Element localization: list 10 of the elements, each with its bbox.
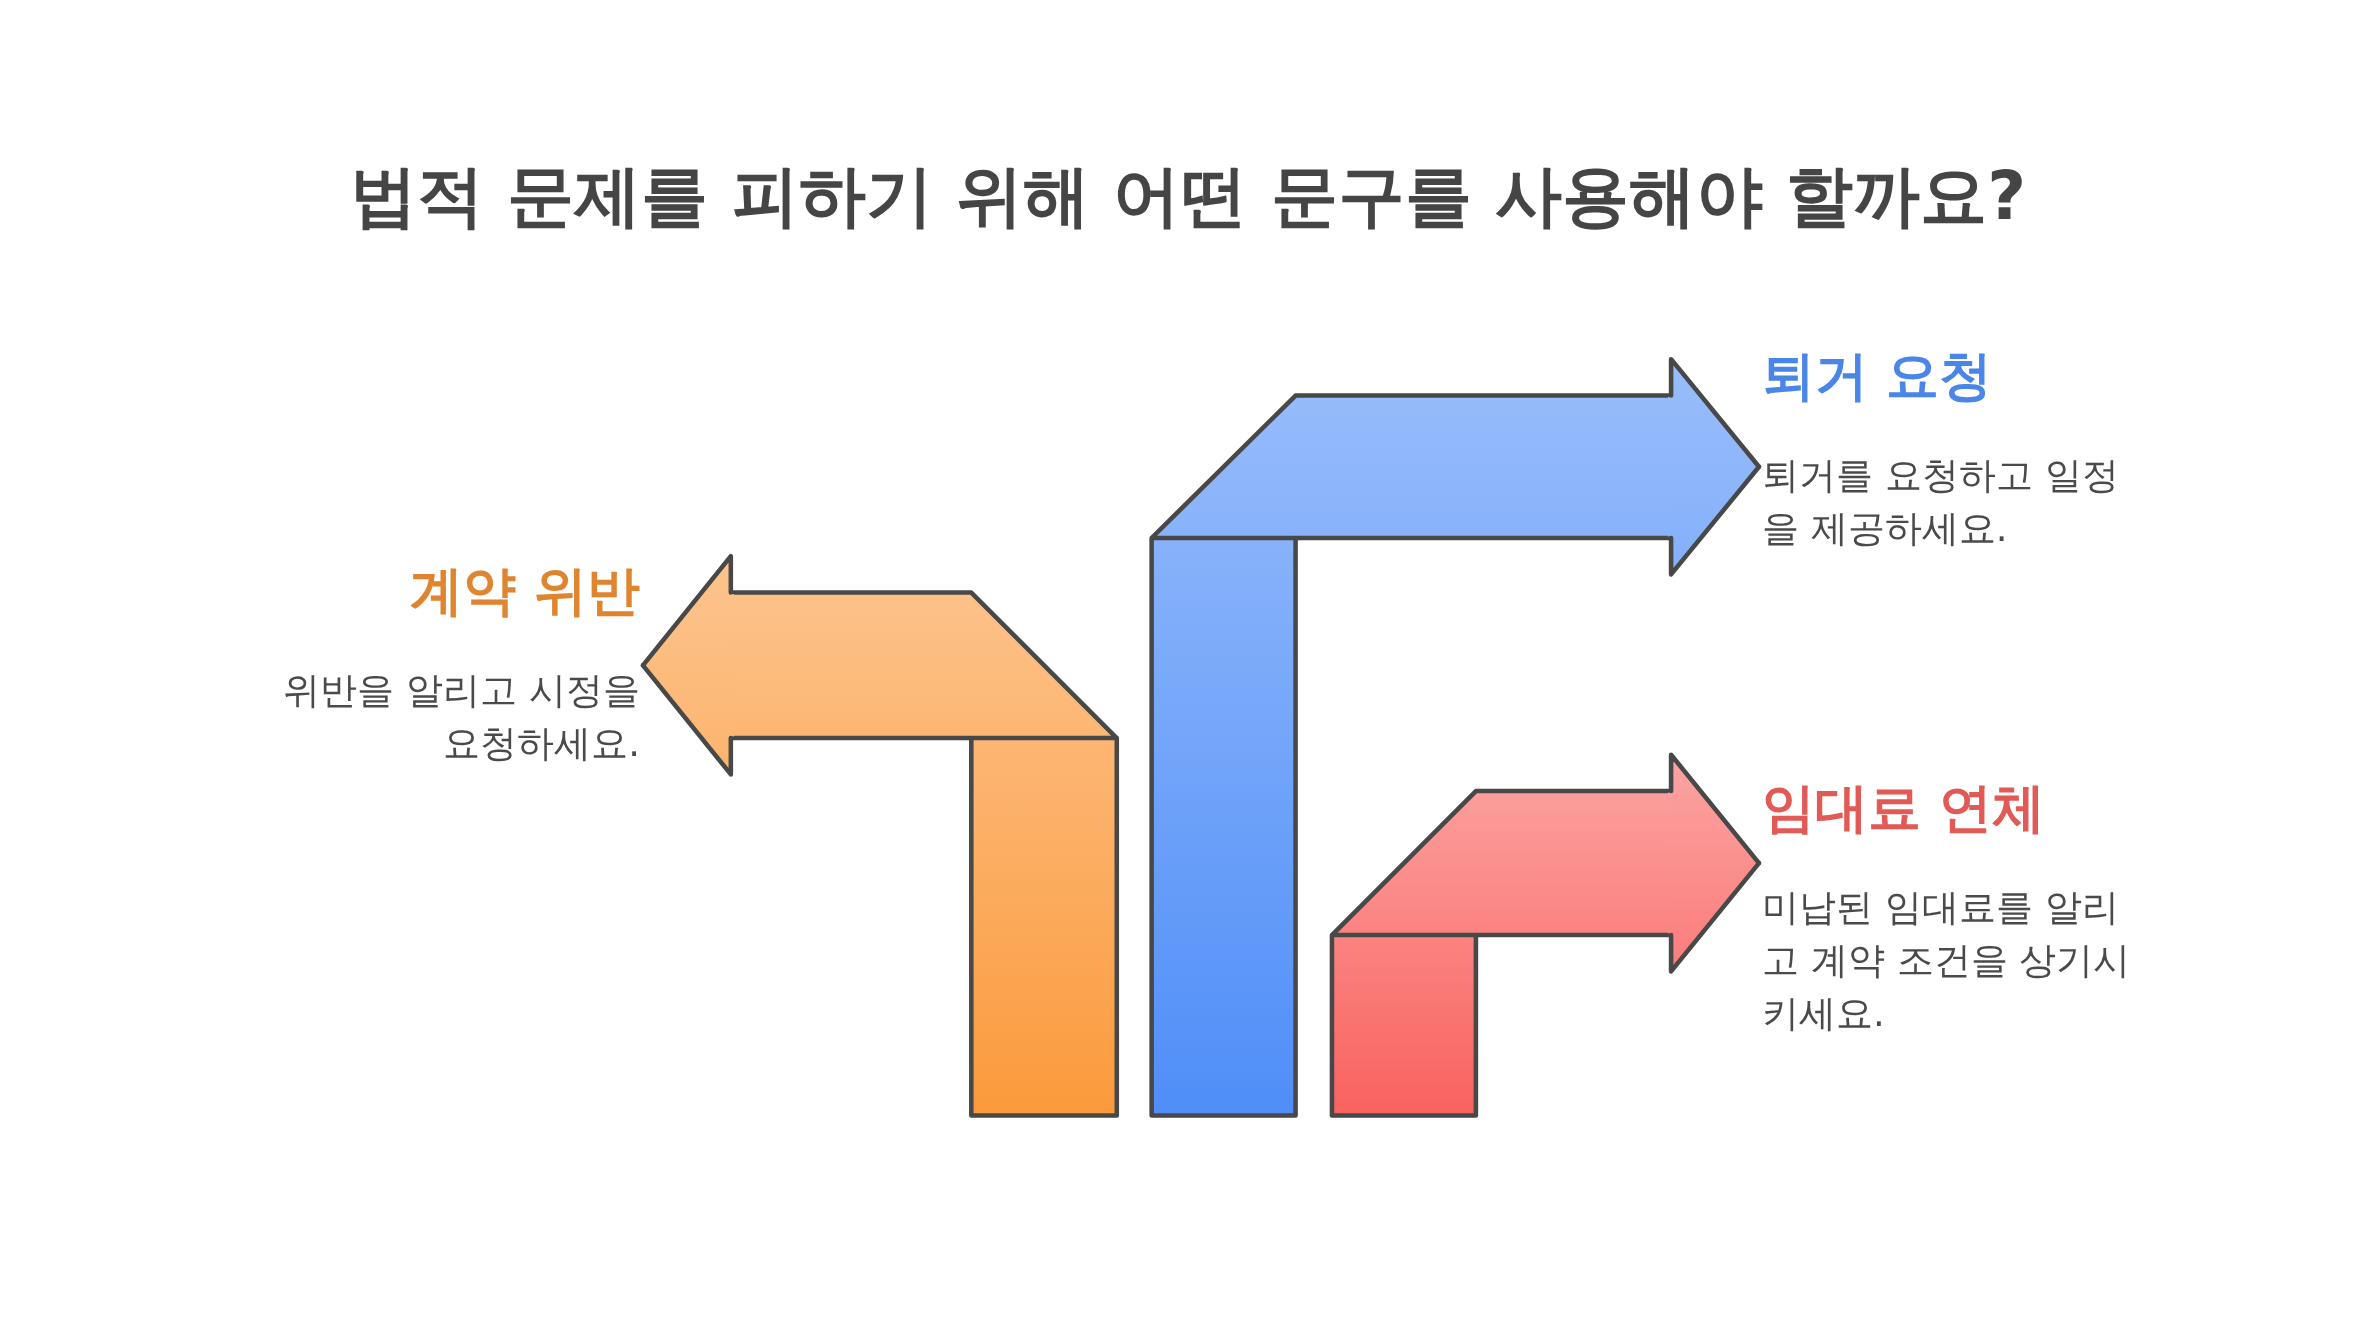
bent-arrow	[1149, 356, 1762, 1118]
description: 위반을 알리고 시정을 요청하세요.	[282, 668, 640, 767]
description: 퇴거를 요청하고 일정을 제공하세요.	[1762, 453, 2120, 552]
heading: 퇴거 요청	[1762, 345, 1993, 407]
description: 미납된 임대료를 알리고 계약 조건을 상기시키세요.	[1762, 885, 2132, 1037]
heading: 임대료 연체	[1762, 777, 2046, 839]
title: 법적 문제를 피하기 위해 어떤 문구를 사용해야 할까요?	[349, 156, 2027, 237]
heading: 계약 위반	[409, 560, 640, 622]
bent-arrow	[640, 553, 1120, 1118]
bent-arrow	[1329, 752, 1762, 1118]
